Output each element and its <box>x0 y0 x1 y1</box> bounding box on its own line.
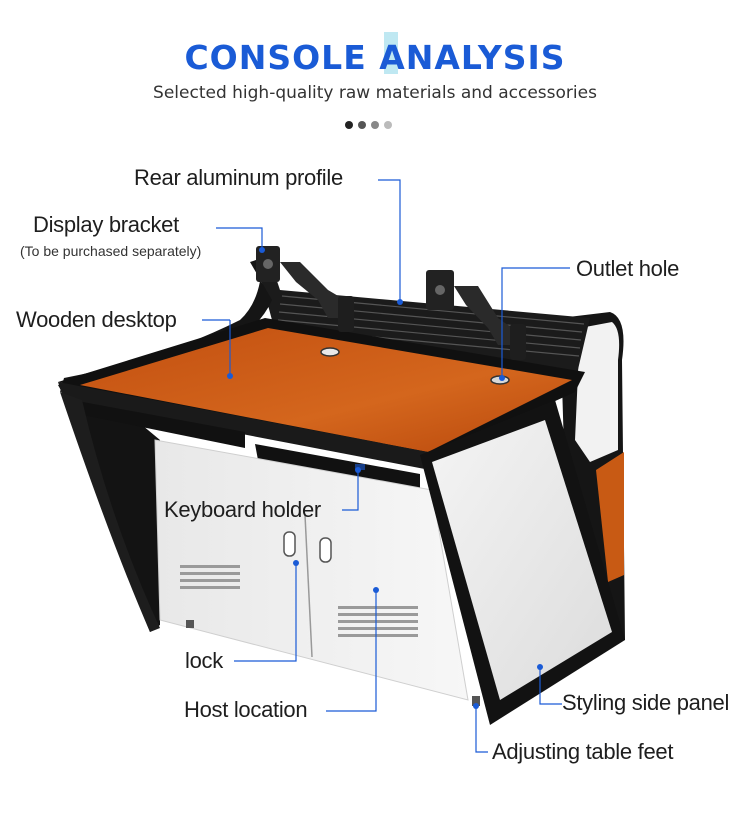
callout-line-bracket <box>216 227 263 250</box>
display-bracket-left <box>256 246 354 332</box>
cabinet-vents <box>180 565 418 637</box>
display-bracket-right <box>426 270 526 360</box>
dot-4 <box>384 121 392 129</box>
right-rear-side-panel <box>575 322 620 462</box>
label-side-panel: Styling side panel <box>562 690 730 715</box>
door-handle-right <box>319 537 332 563</box>
page-subtitle: Selected high-quality raw materials and … <box>153 83 597 103</box>
label-display-bracket: Display bracket <box>33 212 179 237</box>
right-wood-accent <box>596 452 624 582</box>
dot-1 <box>345 121 353 129</box>
keyboard-tray-left <box>72 400 245 448</box>
carousel-dots <box>345 121 392 129</box>
callout-line-feet <box>475 706 488 753</box>
label-table-feet: Adjusting table feet <box>492 739 674 764</box>
callout-line-host <box>326 590 377 712</box>
cabinet-door-split <box>304 514 313 658</box>
dot-3 <box>371 121 379 129</box>
callout-line-keyboard <box>342 470 359 511</box>
foot-left <box>186 620 194 628</box>
label-rear-profile: Rear aluminum profile <box>134 165 343 190</box>
wooden-desktop <box>80 328 572 452</box>
desktop-front-edge <box>58 382 430 470</box>
label-lock: lock <box>185 648 223 673</box>
label-outlet-hole: Outlet hole <box>576 256 680 281</box>
callout-line-side-panel <box>539 667 562 705</box>
callout-line-profile <box>378 179 401 302</box>
keyboard-tray-right <box>255 444 420 490</box>
label-keyboard-holder: Keyboard holder <box>164 497 321 522</box>
rear-profile <box>258 266 590 378</box>
styling-side-panel <box>432 420 612 700</box>
left-front-leg <box>60 392 160 632</box>
label-display-bracket-note: (To be purchased separately) <box>20 243 202 259</box>
callout-dots <box>227 247 543 709</box>
foot-right <box>472 696 480 706</box>
tray-strip <box>355 464 365 470</box>
grommet-hole-left <box>320 347 340 357</box>
callout-line-outlet <box>501 267 570 378</box>
label-wooden-desktop: Wooden desktop <box>16 307 177 332</box>
dot-2 <box>358 121 366 129</box>
label-host-location: Host location <box>184 697 308 722</box>
title-accent-bar <box>384 32 398 74</box>
door-handle-left <box>283 531 296 557</box>
title-part-2: ANALYSIS <box>379 38 566 77</box>
callout-line-lock <box>234 563 297 662</box>
page-title: CONSOLE ANALYSIS <box>0 38 750 77</box>
title-part-1: CONSOLE <box>184 38 380 77</box>
